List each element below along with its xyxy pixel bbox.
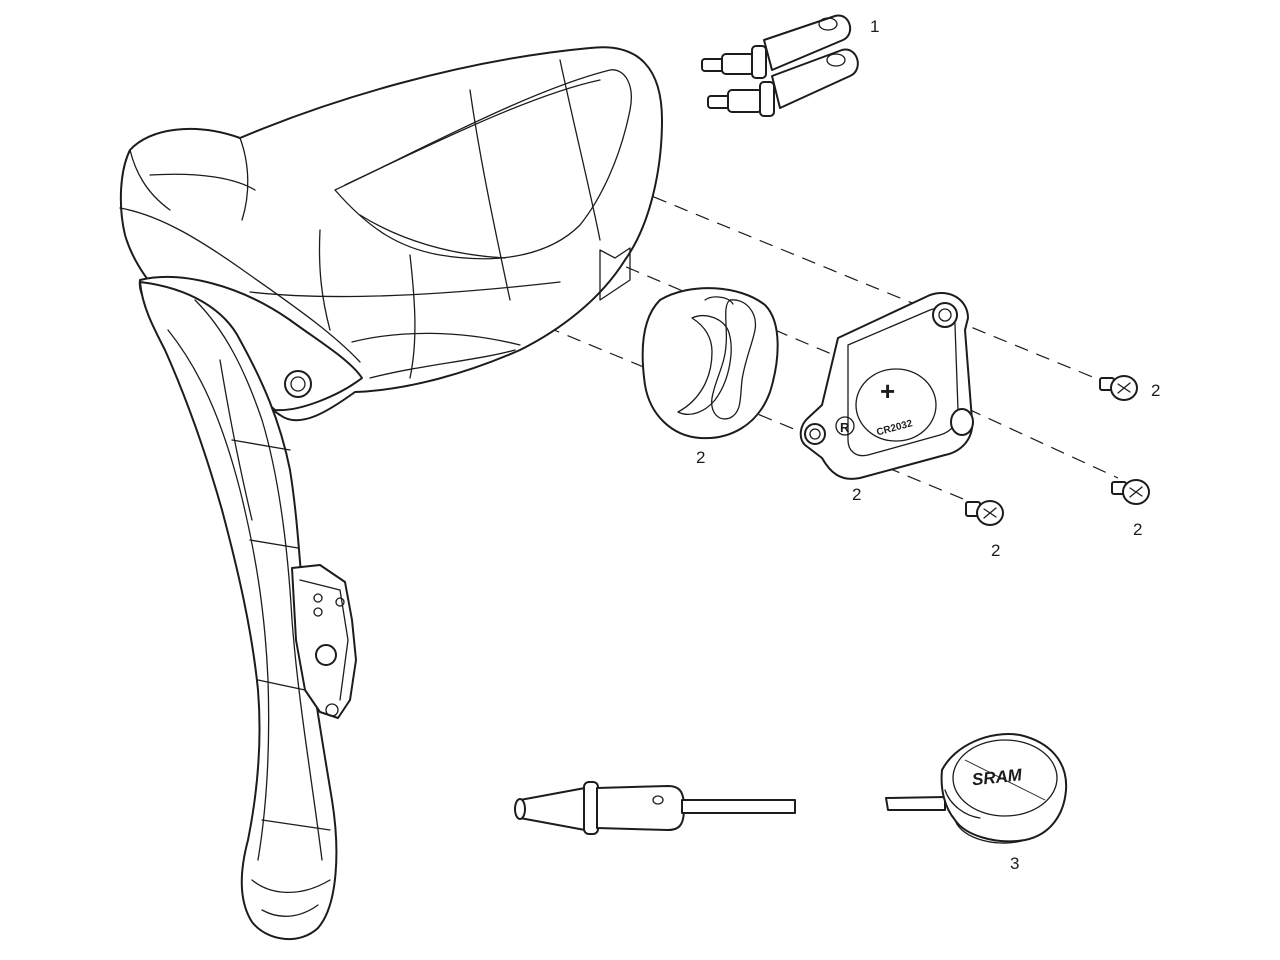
fitting-lower: [707, 48, 859, 117]
lever-assembly: [119, 46, 663, 940]
cover-r-mark: R: [840, 420, 850, 435]
part-2-screw-a: [1099, 375, 1138, 401]
part-2-screw-b: [1111, 479, 1150, 505]
lever-blade: [139, 281, 338, 940]
callout-2-screw-a: 2: [1151, 381, 1160, 400]
reach-bracket: [291, 564, 357, 719]
callout-1: 1: [870, 17, 879, 36]
part-2-trim-piece: [641, 287, 779, 440]
part-2-screw-c: [965, 500, 1004, 526]
pivot-bolt: [284, 370, 312, 398]
part-3-sram-cap: SRAM: [885, 733, 1068, 844]
callout-2-cover: 2: [852, 485, 861, 504]
part-1-fittings: [701, 14, 859, 117]
cover-plus-mark: +: [880, 376, 895, 406]
part-2-battery-cover: R + CR2032: [799, 292, 974, 480]
callout-2-screw-b: 2: [1133, 520, 1142, 539]
bleed-fitting-tool: [514, 781, 796, 835]
fitting-upper: [701, 14, 852, 79]
callout-3: 3: [1010, 854, 1019, 873]
callout-2-trim: 2: [696, 448, 705, 467]
callouts: 1 2 2 2 2 2 3: [696, 17, 1160, 873]
callout-2-screw-c: 2: [991, 541, 1000, 560]
